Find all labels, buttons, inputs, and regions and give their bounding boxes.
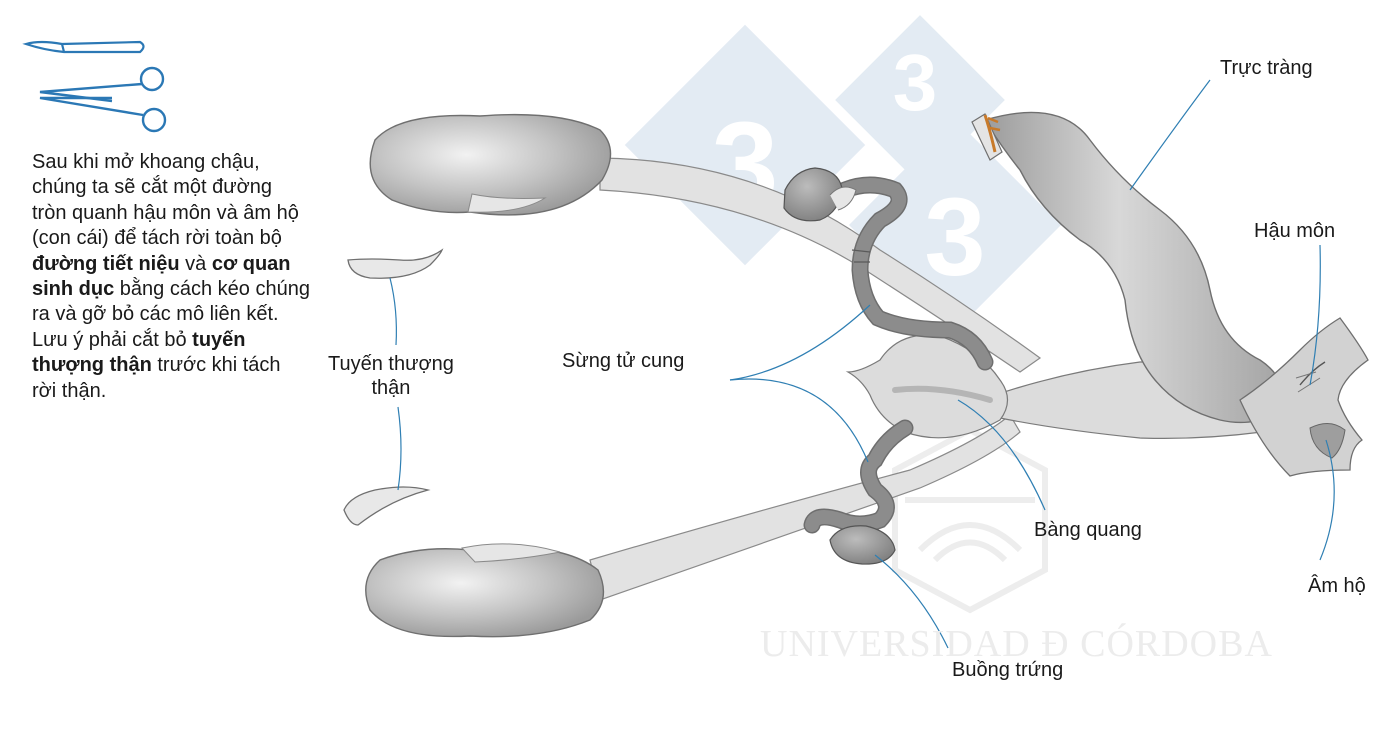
description-text: Sau khi mở khoang chậu, chúng ta sẽ cắt … — [32, 150, 310, 404]
label-adrenal-line1: Tuyến thượng — [328, 353, 454, 375]
label-rectum: Trực tràng — [1220, 57, 1313, 79]
description-segment: bằng cách kéo chúng ra và gỡ bỏ các mô l… — [32, 278, 310, 351]
watermark-digit-3: 3 — [924, 176, 985, 299]
leader-horn-lower — [729, 378, 869, 463]
leader-adrenal-lower — [397, 406, 402, 491]
leader-horn-upper — [729, 304, 871, 381]
leader-vulva — [1319, 439, 1335, 561]
ovary-lower — [829, 525, 896, 565]
kidney-upper — [369, 113, 612, 216]
leader-bladder — [957, 399, 1046, 511]
ureter-lower — [589, 414, 1021, 601]
scissors-icon — [39, 66, 167, 133]
watermark-text: UNIVERSIDAD Đ CÓRDOBA — [760, 623, 1273, 665]
ureter-upper — [599, 157, 1042, 373]
label-ovary: Buồng trứng — [952, 659, 1064, 681]
kidney-lower — [365, 543, 605, 638]
description-bold-term: tuyến thượng thận — [32, 328, 246, 377]
leader-ovary — [874, 554, 949, 649]
watermark-digit-2: 3 — [893, 38, 938, 127]
perineum — [1239, 317, 1369, 477]
label-anus: Hậu môn — [1254, 220, 1336, 242]
vulva — [1309, 423, 1346, 459]
description-bold-term: cơ quan sinh dục — [32, 252, 291, 301]
description-segment: trước khi tách rời thận. — [32, 354, 281, 402]
oviduct-lower — [803, 419, 914, 534]
ovary-upper — [783, 167, 857, 222]
description-segment: và — [179, 252, 212, 275]
oviduct-upper — [836, 176, 994, 371]
label-bladder: Bàng quang — [1034, 519, 1142, 541]
label-vulva: Âm hộ — [1308, 575, 1366, 597]
rectum — [971, 111, 1284, 424]
label-adrenal-line2: thận — [371, 377, 411, 399]
leader-anus — [1309, 244, 1321, 386]
adrenal-gland-upper — [347, 248, 444, 279]
label-uterine-horn: Sừng tử cung — [562, 350, 685, 372]
scalpel-icon — [22, 40, 145, 54]
adrenal-gland-lower — [343, 486, 431, 526]
leader-lines — [389, 79, 1335, 649]
leader-rectum — [1129, 79, 1211, 191]
description-segment: Sau khi mở khoang chậu, chúng ta sẽ cắt … — [32, 151, 299, 250]
label-adrenal-gland: Tuyến thượng thận — [328, 352, 454, 400]
leader-adrenal-upper — [389, 277, 397, 346]
description-bold-term: đường tiết niệu — [32, 252, 180, 275]
